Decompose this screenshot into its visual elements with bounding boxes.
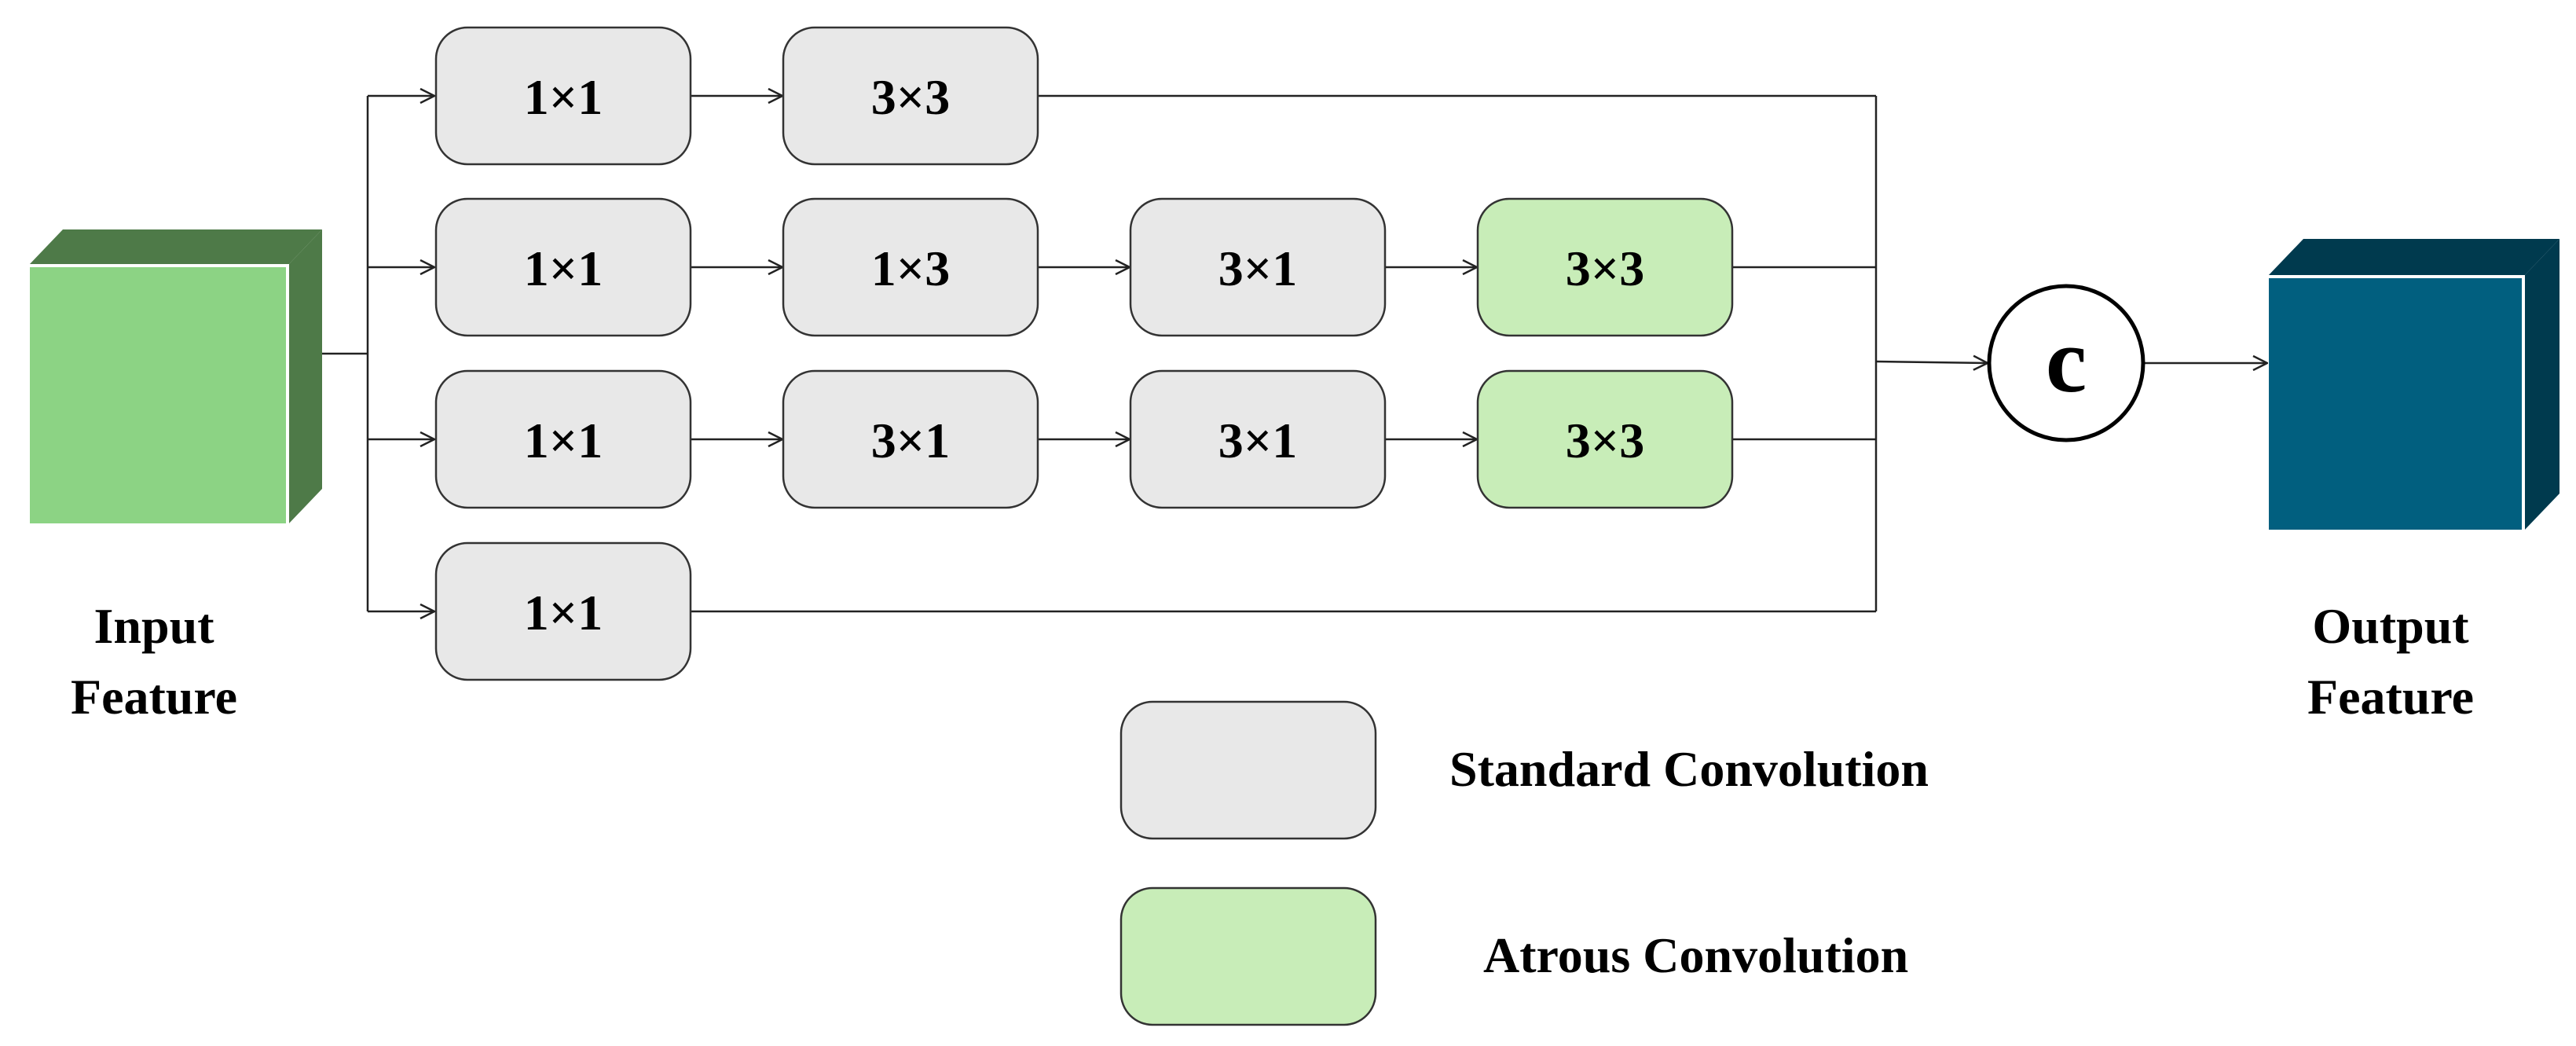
conv-label-b2-1: 1×1 (524, 240, 603, 296)
legend-atrous-swatch (1119, 886, 1377, 1026)
concat-label: c (2046, 309, 2087, 412)
conv-block-b2-1 (434, 197, 692, 337)
merge-to-concat-arrow (1875, 362, 1988, 363)
input-cube-front (27, 264, 289, 527)
conv-block-b1-1 (434, 26, 692, 166)
conv-label-b1-2: 3×3 (871, 69, 950, 125)
legend: Standard Convolution Atrous Convolution (1119, 700, 1929, 1026)
connectors (322, 96, 2267, 611)
output-cube-top (2267, 239, 2560, 277)
input-cube-top (28, 229, 322, 266)
legend-standard-label: Standard Convolution (1449, 741, 1929, 797)
input-label-line1: Input (94, 598, 215, 654)
legend-atrous-label: Atrous Convolution (1483, 927, 1908, 983)
atrous-block-b2-4 (1476, 197, 1734, 337)
input-label-line2: Feature (71, 669, 237, 725)
output-cube-side (2523, 239, 2560, 531)
conv-label-b1-1: 1×1 (524, 69, 603, 125)
conv-block-b3-1 (434, 369, 692, 509)
conv-block-b1-2 (782, 26, 1039, 166)
concat-node (1987, 284, 2145, 442)
input-cube-side (288, 229, 322, 525)
conv-label-b3-3: 3×1 (1218, 413, 1297, 468)
conv-label-b4-1: 1×1 (524, 585, 603, 640)
output-label-line2: Feature (2307, 669, 2474, 725)
conv-label-b3-2: 3×1 (871, 413, 950, 468)
conv-block-b3-3 (1129, 369, 1387, 509)
input-feature-cube (27, 229, 322, 527)
legend-standard-swatch (1119, 700, 1377, 840)
conv-block-b2-2 (782, 197, 1039, 337)
conv-label-b3-4: 3×3 (1566, 413, 1644, 468)
atrous-block-b3-4 (1476, 369, 1734, 509)
conv-block-b3-2 (782, 369, 1039, 509)
conv-label-b2-3: 3×1 (1218, 240, 1297, 296)
conv-block-b4-1 (434, 541, 692, 681)
conv-label-b2-2: 1×3 (871, 240, 950, 296)
conv-label-b3-1: 1×1 (524, 413, 603, 468)
output-label-line1: Output (2312, 598, 2469, 654)
output-feature-cube (2266, 239, 2560, 533)
conv-label-b2-4: 3×3 (1566, 240, 1644, 296)
output-cube-front (2266, 275, 2525, 533)
conv-block-b2-3 (1129, 197, 1387, 337)
